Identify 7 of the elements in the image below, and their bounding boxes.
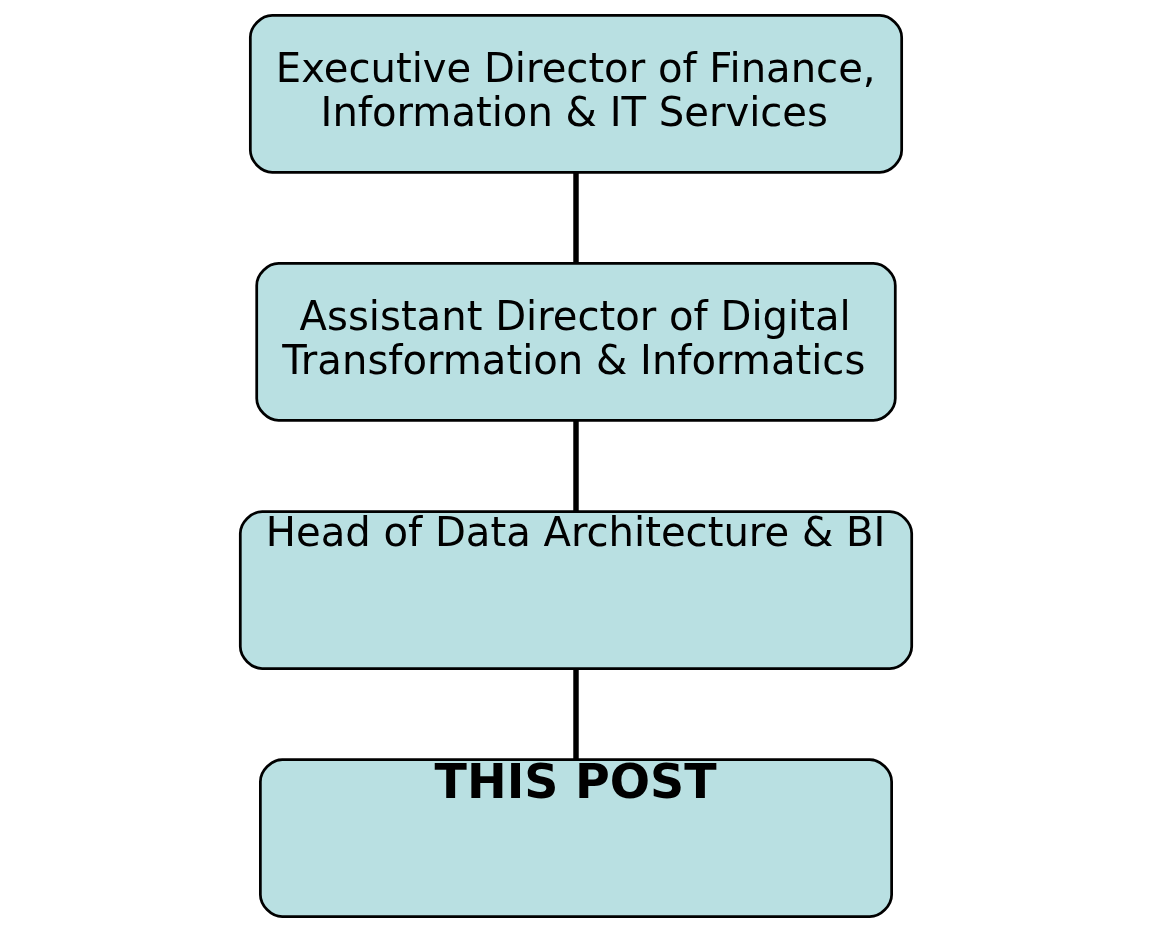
node-box: THIS POST — [259, 758, 893, 918]
connector — [573, 420, 579, 512]
connector — [573, 668, 579, 760]
node-box: Head of Data Architecture & BI — [238, 510, 914, 670]
node-box: Executive Director of Finance, Information & IT Services — [248, 14, 904, 174]
node-box: Assistant Director of Digital Transformation & Informatics — [255, 262, 897, 422]
connector — [573, 172, 579, 264]
